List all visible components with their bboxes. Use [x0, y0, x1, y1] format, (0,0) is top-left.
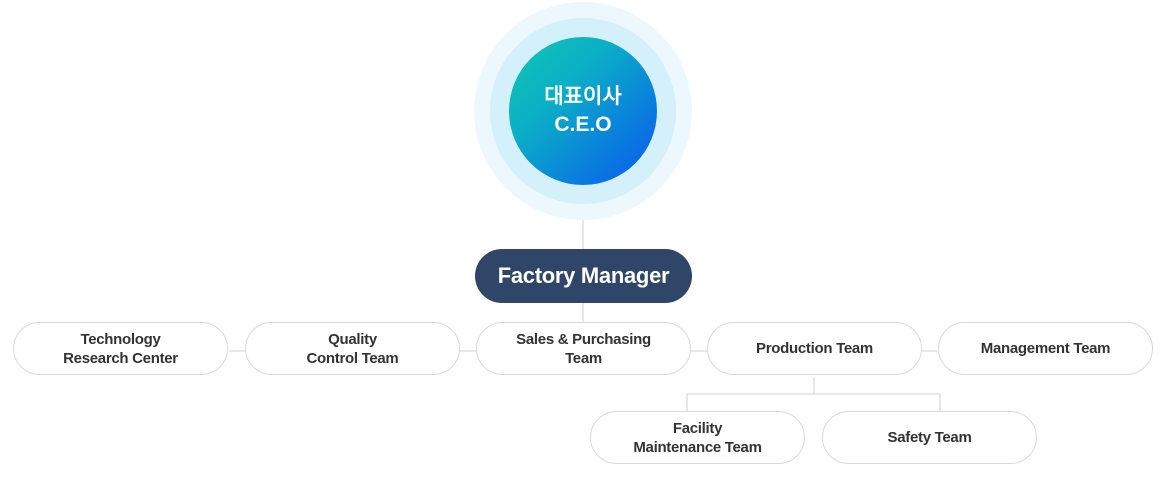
dept-production-team: Production Team [707, 322, 922, 375]
ceo-node: 대표이사 C.E.O [474, 2, 692, 220]
factory-manager-node: Factory Manager [475, 249, 692, 303]
dept-label-line2: Team [565, 349, 602, 367]
factory-manager-label: Factory Manager [497, 263, 670, 288]
dept-quality-control-team: Quality Control Team [245, 322, 460, 375]
dept-label-line1: Sales & Purchasing [516, 330, 651, 348]
dept-technology-research-center: Technology Research Center [13, 322, 228, 375]
ceo-english-label: C.E.O [554, 113, 612, 136]
subteam-safety: Safety Team [822, 411, 1037, 464]
dept-label-line1: Management Team [980, 340, 1111, 357]
subteam-label-line1: Safety Team [887, 429, 972, 446]
ceo-korean-label: 대표이사 [544, 85, 622, 108]
subteam-facility-maintenance: Facility Maintenance Team [590, 411, 805, 464]
subteam-label-line2: Maintenance Team [633, 438, 762, 456]
dept-sales-purchasing-team: Sales & Purchasing Team [476, 322, 691, 375]
subteam-label-line1: Facility [672, 419, 723, 437]
dept-label-line1: Quality [328, 330, 377, 348]
ceo-circle: 대표이사 C.E.O [509, 37, 657, 185]
dept-label-line2: Research Center [63, 349, 178, 367]
dept-label-line2: Control Team [306, 349, 399, 367]
dept-management-team: Management Team [938, 322, 1153, 375]
dept-label-line1: Production Team [756, 340, 873, 357]
dept-label-line1: Technology [80, 330, 161, 348]
